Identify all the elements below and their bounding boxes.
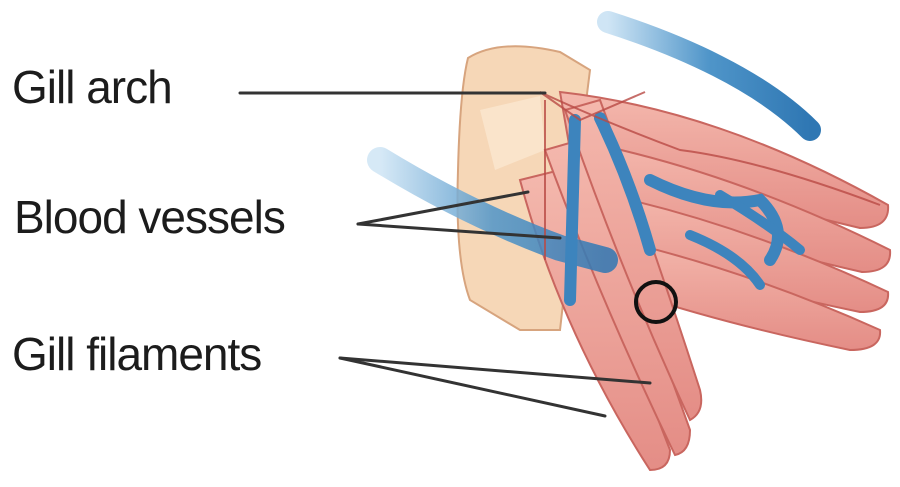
blood-vessels-label: Blood vessels: [14, 194, 285, 240]
gill-arch-label: Gill arch: [12, 64, 172, 110]
gill-filaments-label: Gill filaments: [12, 331, 261, 377]
